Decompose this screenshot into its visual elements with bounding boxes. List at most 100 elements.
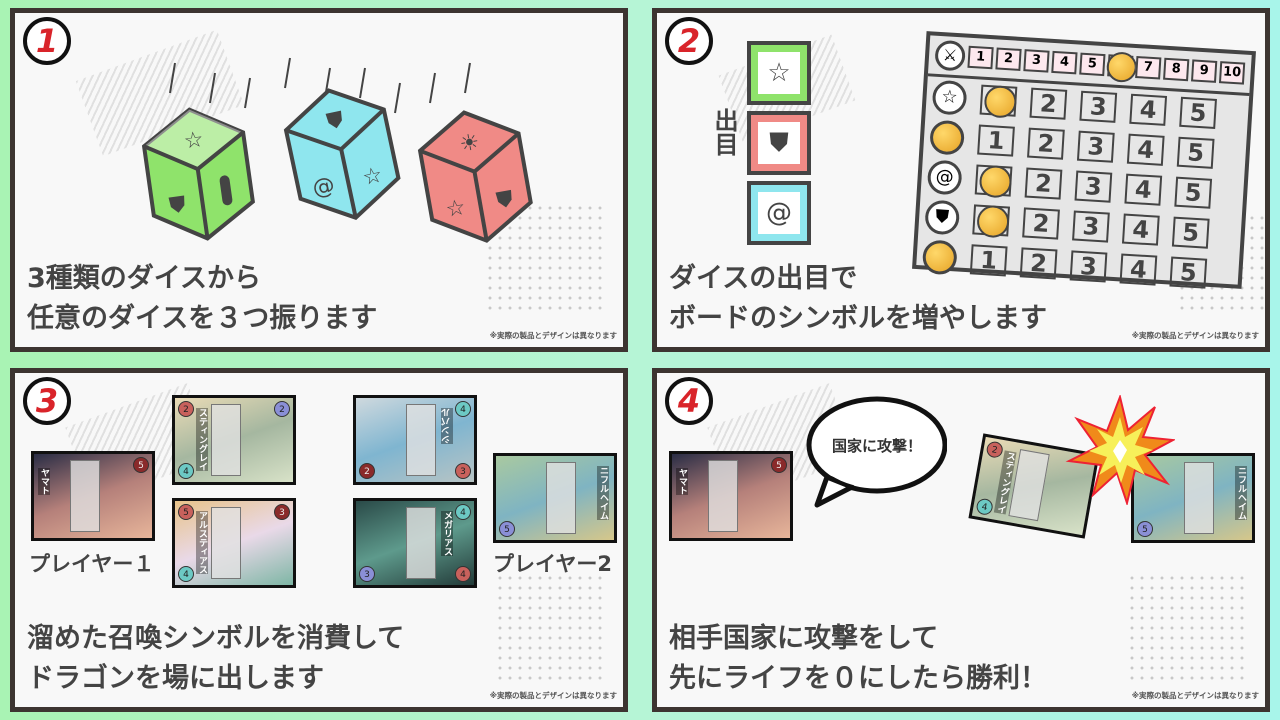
result-face-spiral: @ <box>747 181 811 245</box>
board-cell: 5 <box>1174 176 1213 209</box>
shield-icon: ⛊ <box>758 122 800 164</box>
cost-badge: 5 <box>133 457 149 473</box>
cell-number: 5 <box>1179 258 1198 288</box>
track-cell: 8 <box>1163 57 1190 82</box>
board-cell: 2 <box>1029 87 1068 120</box>
svg-text:☆: ☆ <box>444 195 468 223</box>
cell-number: 5 <box>1181 218 1200 248</box>
cell-number: 3 <box>1081 212 1101 242</box>
cell-number: 4 <box>1131 215 1151 245</box>
cost-badge: 3 <box>274 504 290 520</box>
disclaimer-note: ※実際の製品とデザインは異なります <box>1131 691 1259 700</box>
track-number: 5 <box>1087 56 1098 72</box>
player-1-label: プレイヤー１ <box>29 552 155 576</box>
disclaimer-note: ※実際の製品とデザインは異なります <box>489 331 617 340</box>
die-red: ☀☆⛊ <box>417 110 533 243</box>
svg-text:@: @ <box>310 173 337 202</box>
step-number: 2 <box>665 17 713 65</box>
caption-line: ドラゴンを場に出します <box>27 663 324 694</box>
result-face-pentagram: ☆ <box>747 41 811 105</box>
caption: 溜めた召喚シンボルを消費してドラゴンを場に出します <box>27 619 404 699</box>
board-cell: 4 <box>1126 133 1165 166</box>
step-number: 4 <box>665 377 713 425</box>
track-number: 1 <box>975 49 986 65</box>
board-cell: 3 <box>1069 250 1108 283</box>
caption-line: ボードのシンボルを増やします <box>669 303 1047 334</box>
svg-text:⛊: ⛊ <box>495 186 516 214</box>
board-cell: 3 <box>1072 210 1110 243</box>
track-number: 10 <box>1222 64 1242 81</box>
board-cell: 5 <box>1176 136 1215 169</box>
cell-number: 3 <box>1089 92 1108 122</box>
speech-bubble-shape <box>806 396 947 508</box>
step-number: 1 <box>23 17 71 65</box>
step-number: 3 <box>23 377 71 425</box>
track-cell: 3 <box>1023 49 1050 73</box>
cost-badge: 3 <box>359 566 375 582</box>
cell-number: 5 <box>1184 178 1203 208</box>
disclaimer-note: ※実際の製品とデザインは異なります <box>1131 331 1259 340</box>
result-face-shield: ⛊ <box>747 111 811 175</box>
panel-step-1: 1 ☆⛊ ⛊@☆ ☀☆⛊ 3種類のダイスから任意のダイスを３つ振ります ※実際の… <box>10 8 628 352</box>
svg-text:⛊: ⛊ <box>325 107 347 135</box>
card-name: メガリアス <box>441 511 453 556</box>
shield-icon: ⛊ <box>924 199 961 236</box>
cell-number: 3 <box>1084 172 1103 202</box>
cost-badge: 2 <box>274 401 290 417</box>
score-marker-token <box>1105 51 1138 84</box>
cell-number: 4 <box>1134 175 1153 205</box>
track-cell: 9 <box>1190 59 1218 83</box>
power-badge: 4 <box>178 463 194 479</box>
cell-number: 3 <box>1079 251 1098 281</box>
pentagram-icon: ☆ <box>931 79 968 116</box>
cost-badge: 2 <box>178 401 194 417</box>
caption-line: 先にライフを０にしたら勝利！ <box>669 663 1047 694</box>
track-cell: 7 <box>1135 56 1162 80</box>
board-cell: 1 <box>972 204 1011 239</box>
track-number: 7 <box>1143 59 1154 76</box>
board-cell: 1 <box>979 84 1018 119</box>
cost-badge: 5 <box>771 457 787 473</box>
token-icon <box>929 119 966 156</box>
caption: ダイスの出目でボードのシンボルを増やします <box>669 259 1047 339</box>
speech-bubble: 国家に攻撃！ <box>797 395 947 508</box>
track-cell: 10 <box>1218 61 1246 85</box>
cell-number: 5 <box>1186 138 1205 168</box>
board-cell: 4 <box>1121 213 1160 246</box>
die-green: ☆⛊ <box>141 107 255 241</box>
track-cell: 5 <box>1079 52 1106 77</box>
board-cell: 3 <box>1074 170 1113 203</box>
caption: 3種類のダイスから任意のダイスを３つ振ります <box>27 259 377 339</box>
card-name: アルスティアス <box>196 511 208 574</box>
decor-crosses <box>1127 573 1247 683</box>
result-label: 出目 <box>710 108 738 156</box>
track-cell: 2 <box>995 47 1022 71</box>
player-2-label: プレイヤー2 <box>493 552 612 576</box>
card-name: シンバル <box>441 408 453 444</box>
cost-badge: 5 <box>1137 521 1153 537</box>
caption-line: 任意のダイスを３つ振ります <box>27 303 378 334</box>
track-number: 8 <box>1171 61 1182 77</box>
decor-crosses <box>495 573 605 683</box>
track-cell: 1 <box>967 45 994 70</box>
cell-number: 2 <box>1039 89 1058 119</box>
panel-step-2: 2 出目 ☆ ⛊ @ ⚔12345678910☆1234512345@12345… <box>652 8 1270 352</box>
cell-number: 4 <box>1136 135 1155 165</box>
explosion-icon <box>1065 395 1175 505</box>
caption: 相手国家に攻撃をして先にライフを０にしたら勝利！ <box>669 619 1047 699</box>
board-cell: 2 <box>1024 167 1063 200</box>
cost-badge: 2 <box>985 440 1004 459</box>
board-cell: 2 <box>1022 207 1060 240</box>
dragon-wings-icon: ⚔ <box>934 39 967 72</box>
power-badge: 3 <box>455 463 471 479</box>
card-name: スティングレイ <box>196 408 208 471</box>
